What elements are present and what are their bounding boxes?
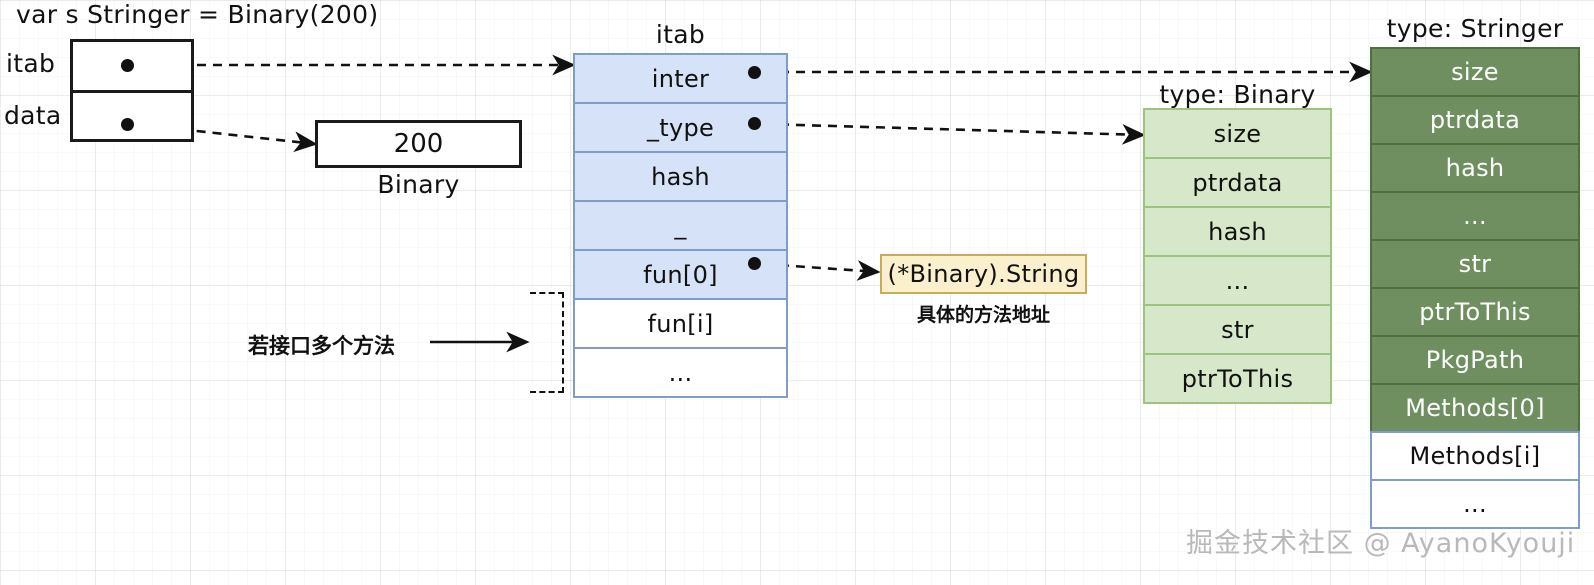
stringer-row-ptrdata: ptrdata xyxy=(1370,95,1580,145)
binary-row-hash: hash xyxy=(1143,206,1332,257)
stringer-row-Methods0: Methods[0] xyxy=(1370,383,1580,433)
itab-row-: ... xyxy=(573,347,788,398)
itab-row-label: _ xyxy=(674,211,687,240)
iface-row-divider xyxy=(70,90,194,93)
binary-row-ptrToThis: ptrToThis xyxy=(1143,353,1332,404)
binary-row-label: hash xyxy=(1208,217,1267,246)
method-address-caption: 具体的方法地址 xyxy=(916,304,1050,326)
stringer-row-label: ... xyxy=(1463,490,1487,518)
method-address-callout: (*Binary).String xyxy=(880,254,1087,294)
stringer-row-str: str xyxy=(1370,239,1580,289)
itab-row-label: fun[i] xyxy=(647,309,714,338)
itab-row-: _ xyxy=(573,200,788,251)
stringer-row-label: str xyxy=(1458,250,1492,278)
value-box: 200 xyxy=(315,120,522,168)
itab-row-inter: inter xyxy=(573,53,788,104)
binary-row-size: size xyxy=(1143,108,1332,159)
inter-pointer-dot xyxy=(748,66,761,79)
stringer-row-hash: hash xyxy=(1370,143,1580,193)
binary-row-ptrdata: ptrdata xyxy=(1143,157,1332,208)
binary-row-: ... xyxy=(1143,255,1332,306)
itab-pointer-dot xyxy=(121,59,134,72)
stringer-row-ptrToThis: ptrToThis xyxy=(1370,287,1580,337)
value-box-caption: Binary xyxy=(377,170,460,199)
data-pointer-dot xyxy=(121,118,134,131)
edge-type-to-binary xyxy=(763,122,1146,145)
multi-method-note: 若接口多个方法 xyxy=(248,334,395,358)
multi-method-bracket xyxy=(530,292,564,393)
stringer-row-label: size xyxy=(1451,58,1499,86)
iface-label-itab: itab xyxy=(6,49,56,78)
stringer-row-label: Methods[i] xyxy=(1409,442,1541,470)
stringer-row-: ... xyxy=(1370,479,1580,529)
watermark: 掘金技术社区 @ AyanoKyouji xyxy=(1186,528,1576,559)
type-pointer-dot xyxy=(748,117,761,130)
itab-row-label: fun[0] xyxy=(643,260,718,289)
itab-row-label: inter xyxy=(651,64,710,93)
stringer-row-size: size xyxy=(1370,47,1580,97)
stringer-row-label: ptrToThis xyxy=(1419,298,1531,326)
binary-row-label: str xyxy=(1221,315,1254,344)
stringer-row-Methodsi: Methods[i] xyxy=(1370,431,1580,481)
binary-type-table: size ptrdata hash... str ptrToThis xyxy=(1143,108,1332,404)
itab-row-funi: fun[i] xyxy=(573,298,788,349)
stringer-row-label: ptrdata xyxy=(1429,106,1521,134)
binary-row-label: ptrToThis xyxy=(1181,364,1294,393)
iface-label-data: data xyxy=(4,101,62,130)
stringer-row-: ... xyxy=(1370,191,1580,241)
binary-row-label: ptrdata xyxy=(1192,168,1283,197)
stringer-row-label: hash xyxy=(1445,154,1505,182)
binary-row-label: size xyxy=(1213,119,1262,148)
stringer-row-label: Methods[0] xyxy=(1405,394,1545,422)
fun0-pointer-dot xyxy=(748,257,761,270)
itab-row-hash: hash xyxy=(573,151,788,202)
itab-row-label: _type xyxy=(646,113,715,142)
stringer-row-PkgPath: PkgPath xyxy=(1370,335,1580,385)
itab-table-caption: itab xyxy=(655,20,706,49)
code-line: var s Stringer = Binary(200) xyxy=(16,0,379,29)
binary-type-caption: type: Binary xyxy=(1159,80,1316,109)
stringer-row-label: ... xyxy=(1463,202,1487,230)
itab-row-label: ... xyxy=(668,358,693,387)
itab-row-label: hash xyxy=(651,162,710,191)
binary-row-label: ... xyxy=(1225,266,1250,295)
binary-row-str: str xyxy=(1143,304,1332,355)
stringer-row-label: PkgPath xyxy=(1425,346,1525,374)
stringer-type-caption: type: Stringer xyxy=(1386,14,1564,43)
